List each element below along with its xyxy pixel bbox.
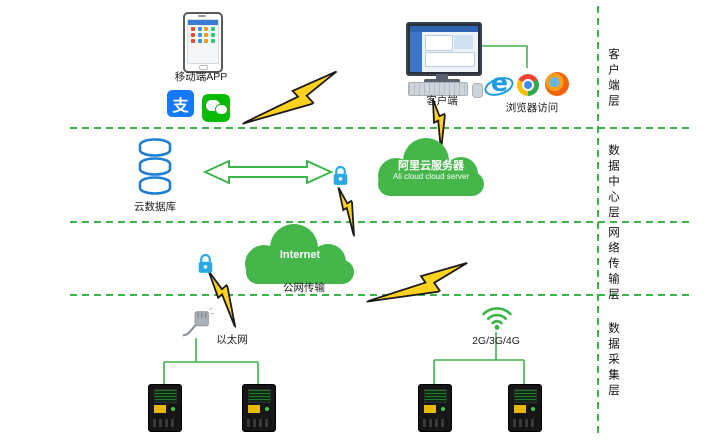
desktop-monitor-icon xyxy=(406,22,482,76)
collector-device-icon xyxy=(242,384,276,432)
phone-app-grid xyxy=(188,25,218,45)
ali-cloud-label-en: Ali cloud cloud server xyxy=(392,172,470,181)
layer-name-collection: 数据采集层 xyxy=(607,322,619,400)
phone-statusbar xyxy=(188,20,218,25)
wifi-signal-icon xyxy=(482,307,512,330)
browser-access-label: 浏览器访问 xyxy=(505,102,559,114)
alipay-icon: 支 xyxy=(167,90,194,117)
mobile-app-label: 移动端APP xyxy=(174,71,228,83)
cloud-database-icon xyxy=(138,138,172,195)
alipay-glyph: 支 xyxy=(172,97,189,115)
label-column-line xyxy=(597,6,599,438)
layer-name-client: 客户端层 xyxy=(607,48,619,110)
collector-device-icon xyxy=(418,384,452,432)
lightning-bolt-icon xyxy=(242,52,342,148)
bidirectional-arrow xyxy=(203,159,334,185)
mouse-icon xyxy=(472,83,483,98)
phone-home-button xyxy=(199,65,208,70)
ie-browser-icon: e xyxy=(482,68,516,100)
wechat-bubble xyxy=(216,105,227,114)
collector-device-icon xyxy=(148,384,182,432)
smartphone-icon xyxy=(183,12,223,73)
phone-screen xyxy=(187,19,219,64)
layer-name-data-center: 数据中心层 xyxy=(607,144,619,222)
monitor-screen xyxy=(410,26,478,72)
cellular-label: 2G/3G/4G xyxy=(472,335,520,347)
internet-label: Internet xyxy=(279,249,321,261)
firefox-browser-icon xyxy=(545,72,569,96)
wechat-icon xyxy=(202,94,230,122)
cloud-db-label: 云数据库 xyxy=(134,201,176,213)
ali-cloud-server-node: 阿里云服务器 Ali cloud cloud server xyxy=(366,136,496,200)
layer-name-network: 网络传输层 xyxy=(607,226,619,304)
public-transmission-label: 公网传输 xyxy=(283,282,325,294)
phone-speaker xyxy=(198,15,206,17)
ali-cloud-label-cn: 阿里云服务器 xyxy=(398,160,464,172)
collector-device-icon xyxy=(508,384,542,432)
lightning-bolt-icon xyxy=(366,241,472,329)
ethernet-label: 以太网 xyxy=(216,334,248,346)
keyboard-icon xyxy=(408,82,468,96)
internet-cloud-node: Internet xyxy=(236,222,364,288)
client-label: 客户端 xyxy=(426,95,458,107)
lock-icon xyxy=(198,253,213,273)
chrome-browser-icon xyxy=(517,74,539,96)
lock-icon xyxy=(333,165,348,185)
